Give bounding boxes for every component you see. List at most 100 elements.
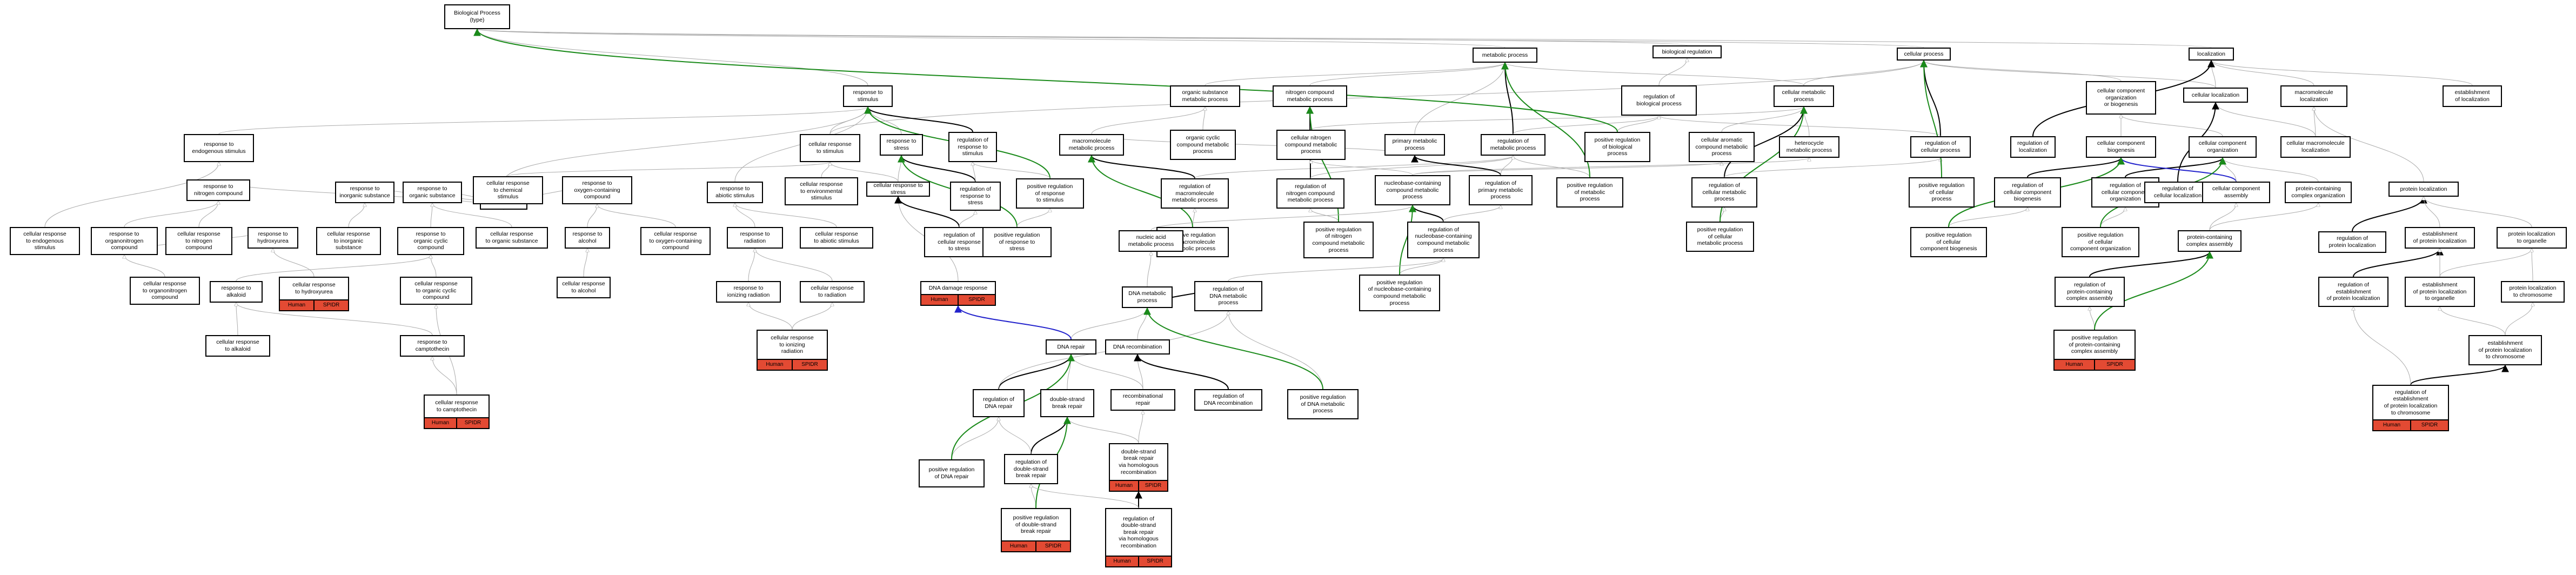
- term-node-reg-dsb-repair[interactable]: regulation of double-strand break repair: [1004, 454, 1058, 484]
- term-node-macro-met[interactable]: macromolecule metabolic process: [1059, 134, 1124, 156]
- term-node-resp-stim[interactable]: response to stimulus: [843, 85, 893, 107]
- term-node-pos-reg-cell-met[interactable]: positive regulation of cellular metaboli…: [1686, 222, 1754, 252]
- term-node-org-cyc-met[interactable]: organic cyclic compound metabolic proces…: [1170, 130, 1236, 160]
- term-node-pos-reg-n-met[interactable]: positive regulation of nitrogen compound…: [1303, 222, 1374, 258]
- term-node-resp-radiation[interactable]: response to radiation: [727, 227, 783, 249]
- term-node-resp-n-comp[interactable]: response to nitrogen compound: [186, 179, 250, 201]
- term-node-cell-resp-alkaloid[interactable]: cellular response to alkaloid: [205, 335, 270, 357]
- term-node-prot-loc-chrom[interactable]: protein localization to chromosome: [2501, 281, 2565, 303]
- term-node-cell-macro-loc[interactable]: cellular macromolecule localization: [2280, 136, 2351, 158]
- term-node-cell-resp-abiotic[interactable]: cellular response to abiotic stimulus: [800, 227, 873, 249]
- term-node-dsb-hr[interactable]: double-strand break repair via homologou…: [1109, 443, 1168, 492]
- term-node-reg-resp-stress[interactable]: regulation of response to stress: [950, 182, 1001, 211]
- term-node-resp-inorg[interactable]: response to inorganic substance: [335, 182, 394, 203]
- term-node-recomb-repair[interactable]: recombinational repair: [1110, 389, 1175, 411]
- term-node-cell-nitro-met[interactable]: cellular nitrogen compound metabolic pro…: [1276, 130, 1346, 160]
- term-node-dsb-repair[interactable]: double-strand break repair: [1040, 389, 1094, 417]
- term-node-pos-reg-dna-met[interactable]: positive regulation of DNA metabolic pro…: [1287, 389, 1359, 419]
- term-node-resp-organon[interactable]: response to organonitrogen compound: [91, 227, 158, 255]
- term-node-cell-resp-org-sub[interactable]: cellular response to organic substance: [476, 227, 548, 249]
- term-node-cell-resp-oxy[interactable]: cellular response to oxygen-containing c…: [640, 227, 711, 255]
- term-node-reg-resp-stim[interactable]: regulation of response to stimulus: [948, 132, 997, 162]
- term-node-reg-cell-loc[interactable]: regulation of cellular localization: [2144, 182, 2211, 203]
- term-node-reg-loc[interactable]: regulation of localization: [2010, 136, 2056, 158]
- term-node-dna-recomb[interactable]: DNA recombination: [1105, 339, 1170, 355]
- term-node-nuc-met[interactable]: nucleobase-containing compound metabolic…: [1375, 175, 1450, 205]
- term-node-prot-loc[interactable]: protein localization: [2388, 182, 2459, 197]
- term-node-cell-resp-stress[interactable]: cellular response to stress: [866, 182, 930, 197]
- term-node-estab-prot-loc-org[interactable]: establishment of protein localization to…: [2405, 277, 2475, 307]
- term-node-pos-reg-resp-stress[interactable]: positive regulation of response to stres…: [982, 227, 1052, 257]
- term-node-pos-reg-prot-complex-asm[interactable]: positive regulation of protein-containin…: [2053, 330, 2136, 371]
- term-node-resp-stress[interactable]: response to stress: [880, 134, 923, 156]
- term-node-pos-reg-met[interactable]: positive regulation of metabolic process: [1556, 177, 1623, 208]
- term-node-resp-oxy[interactable]: response to oxygen-containing compound: [562, 176, 632, 204]
- term-node-prot-complex-org[interactable]: protein-containing complex organization: [2285, 182, 2352, 203]
- term-node-resp-alkaloid[interactable]: response to alkaloid: [210, 281, 263, 303]
- term-node-org-sub-met[interactable]: organic substance metabolic process: [1170, 85, 1240, 107]
- term-node-reg-dna-met[interactable]: regulation of DNA metabolic process: [1194, 281, 1262, 311]
- term-node-cell-resp-stim[interactable]: cellular response to stimulus: [800, 134, 860, 162]
- term-node-resp-abiotic[interactable]: response to abiotic stimulus: [707, 182, 763, 203]
- term-node-pos-reg-cc-bio[interactable]: positive regulation of cellular componen…: [1910, 227, 1987, 257]
- term-node-pos-reg-nuc-met[interactable]: positive regulation of nucleobase-contai…: [1359, 275, 1440, 311]
- term-node-cell-resp-chem[interactable]: cellular response to chemical stimulus: [473, 176, 543, 204]
- term-node-cell-resp-endo[interactable]: cellular response to endogenous stimulus: [10, 227, 80, 255]
- term-node-prot-loc-org[interactable]: protein localization to organelle: [2497, 227, 2567, 249]
- term-node-cell-resp-env[interactable]: cellular response to environmental stimu…: [785, 177, 858, 205]
- term-node-dna-repair[interactable]: DNA repair: [1046, 339, 1096, 355]
- term-node-cell-resp-org-cyc[interactable]: cellular response to organic cyclic comp…: [400, 277, 472, 305]
- term-node-reg-n-met[interactable]: regulation of nitrogen compound metaboli…: [1276, 178, 1344, 209]
- term-node-estab-loc[interactable]: establishment of localization: [2443, 85, 2502, 107]
- term-node-primary-met[interactable]: primary metabolic process: [1384, 134, 1445, 156]
- term-node-reg-cc-bio[interactable]: regulation of cellular component biogene…: [1994, 177, 2061, 208]
- term-node-pos-reg-dna-repair[interactable]: positive regulation of DNA repair: [919, 459, 985, 487]
- term-node-cell-loc[interactable]: cellular localization: [2183, 88, 2248, 103]
- term-node-resp-ion-rad[interactable]: response to ionizing radiation: [716, 281, 781, 303]
- term-node-cell-arom-met[interactable]: cellular aromatic compound metabolic pro…: [1689, 132, 1755, 162]
- term-node-macro-loc[interactable]: macromolecule localization: [2280, 85, 2347, 107]
- term-node-cellproc[interactable]: cellular process: [1897, 48, 1951, 61]
- term-node-reg-cellproc[interactable]: regulation of cellular process: [1910, 136, 1971, 158]
- term-node-reg-dsb-hr[interactable]: regulation of double-strand break repair…: [1105, 508, 1172, 567]
- term-node-reg-cell-met[interactable]: regulation of cellular metabolic process: [1691, 177, 1757, 208]
- term-node-resp-endo[interactable]: response to endogenous stimulus: [184, 134, 254, 162]
- term-node-cc-assembly[interactable]: cellular component assembly: [2202, 182, 2270, 203]
- term-node-cell-met[interactable]: cellular metabolic process: [1774, 85, 1834, 107]
- term-node-heterocycle-met[interactable]: heterocycle metabolic process: [1779, 136, 1839, 158]
- term-node-reg-prim-met[interactable]: regulation of primary metabolic process: [1469, 175, 1533, 205]
- term-node-localization[interactable]: localization: [2189, 48, 2234, 61]
- term-node-reg-dna-repair[interactable]: regulation of DNA repair: [973, 389, 1025, 417]
- term-node-reg-bio[interactable]: regulation of biological process: [1621, 85, 1697, 116]
- term-node-cell-resp-organon[interactable]: cellular response to organonitrogen comp…: [130, 277, 200, 305]
- term-node-cell-resp-radiation[interactable]: cellular response to radiation: [800, 281, 865, 303]
- term-node-reg-dna-recomb[interactable]: regulation of DNA recombination: [1194, 389, 1262, 411]
- term-node-pos-reg-dsb-repair[interactable]: positive regulation of double-strand bre…: [1001, 508, 1071, 552]
- term-node-cc-org[interactable]: cellular component organization: [2189, 136, 2257, 158]
- term-node-cc-biogenesis[interactable]: cellular component biogenesis: [2086, 136, 2156, 158]
- term-node-reg-prot-loc[interactable]: regulation of protein localization: [2318, 231, 2386, 253]
- term-node-cell-resp-inorg[interactable]: cellular response to inorganic substance: [316, 227, 381, 255]
- term-node-cc-org-bio[interactable]: cellular component organization or bioge…: [2086, 81, 2156, 115]
- term-node-reg-estab-prot-chrom[interactable]: regulation of establishment of protein l…: [2372, 385, 2449, 431]
- term-node-estab-prot-loc[interactable]: establishment of protein localization: [2405, 227, 2475, 249]
- term-node-reg-macro-met[interactable]: regulation of macromolecule metabolic pr…: [1161, 178, 1229, 209]
- term-node-pos-reg-resp-stim[interactable]: positive regulation of response to stimu…: [1016, 178, 1084, 209]
- term-node-pos-reg-bio[interactable]: positive regulation of biological proces…: [1584, 132, 1650, 162]
- term-node-nucleic-met[interactable]: nucleic acid metabolic process: [1119, 230, 1183, 252]
- term-node-resp-hydroxyurea[interactable]: response to hydroxyurea: [247, 227, 298, 249]
- term-node-reg-met[interactable]: regulation of metabolic process: [1481, 134, 1545, 156]
- term-node-cell-resp-alcohol[interactable]: cellular response to alcohol: [557, 277, 611, 298]
- term-node-cell-resp-n[interactable]: cellular response to nitrogen compound: [165, 227, 232, 255]
- term-node-resp-alcohol[interactable]: response to alcohol: [565, 227, 610, 249]
- term-node-metabolic[interactable]: metabolic process: [1473, 48, 1537, 63]
- term-node-reg-estab-prot-loc[interactable]: regulation of establishment of protein l…: [2318, 277, 2388, 307]
- term-node-reg-nuc-met[interactable]: regulation of nucleobase-containing comp…: [1407, 222, 1480, 258]
- term-node-dna-met[interactable]: DNA metabolic process: [1122, 286, 1173, 308]
- term-node-bioreg[interactable]: biological regulation: [1652, 45, 1722, 58]
- term-node-resp-org-sub[interactable]: response to organic substance: [403, 182, 462, 203]
